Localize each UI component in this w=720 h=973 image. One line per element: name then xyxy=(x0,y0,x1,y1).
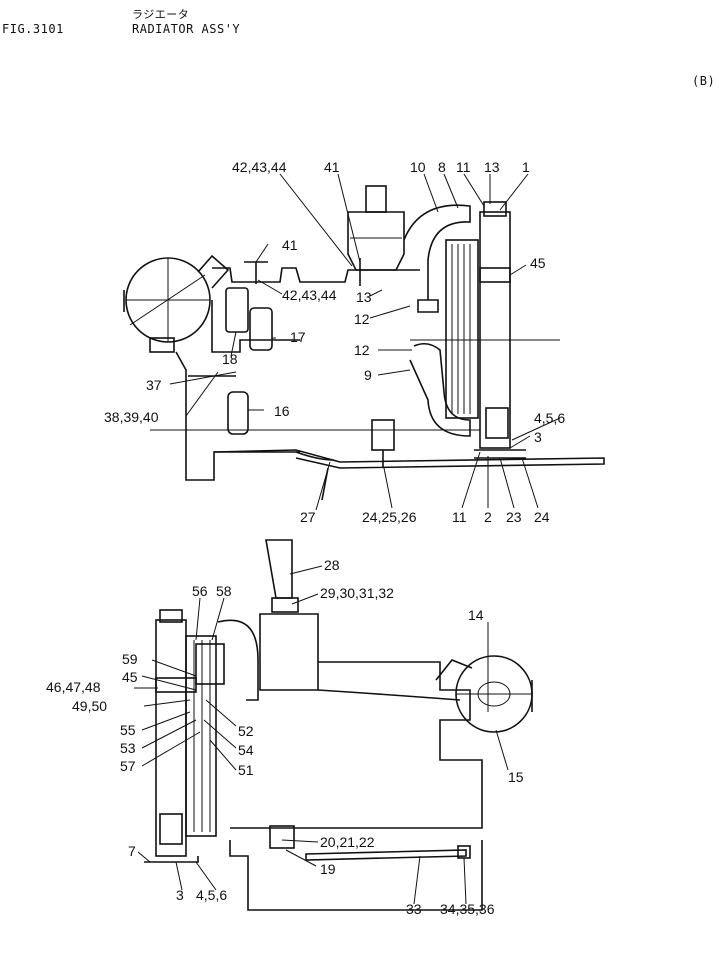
callout-17: 17 xyxy=(290,329,306,345)
callout-20-21-22: 20,21,22 xyxy=(320,834,375,850)
radiator-side-frame xyxy=(479,211,511,449)
filter-16 xyxy=(227,391,249,435)
callout-18: 18 xyxy=(222,351,238,367)
figure-title: RADIATOR ASS'Y xyxy=(132,22,241,36)
callout-27: 27 xyxy=(300,509,316,525)
callout-3-b: 3 xyxy=(176,887,184,903)
callout-11-b: 11 xyxy=(452,509,467,525)
callout-28: 28 xyxy=(324,557,340,573)
callout-4-5-6-b: 4,5,6 xyxy=(196,887,227,903)
callout-9: 9 xyxy=(364,367,372,383)
view-tag: (B) xyxy=(692,74,716,88)
title-japanese: ラジエータ xyxy=(132,8,190,21)
muffler xyxy=(259,613,319,691)
callout-41-b: 41 xyxy=(282,237,298,253)
callout-11-a: 11 xyxy=(456,159,471,175)
callout-52: 52 xyxy=(238,723,254,739)
callout-29-30-31-32: 29,30,31,32 xyxy=(320,585,394,601)
radiator-core xyxy=(445,239,479,419)
reserve-tank xyxy=(347,211,405,271)
callout-42-43-44-a: 42,43,44 xyxy=(232,159,287,175)
callout-12-a: 12 xyxy=(354,311,370,327)
callout-53: 53 xyxy=(120,740,136,756)
bracket-upper xyxy=(371,419,395,451)
callout-24: 24 xyxy=(534,509,550,525)
callout-54: 54 xyxy=(238,742,254,758)
lower-leaders xyxy=(134,565,509,905)
figure-number: FIG.3101 xyxy=(2,22,64,36)
callout-37: 37 xyxy=(146,377,162,393)
callout-34-35-36: 34,35,36 xyxy=(440,901,495,917)
callout-56: 56 xyxy=(192,583,208,599)
exhaust-pipe xyxy=(265,539,293,599)
filter-18 xyxy=(225,287,249,333)
callout-3-a: 3 xyxy=(534,429,542,445)
callout-19: 19 xyxy=(320,861,336,877)
callout-57: 57 xyxy=(120,758,136,774)
callout-10: 10 xyxy=(410,159,426,175)
callout-23: 23 xyxy=(506,509,522,525)
callout-38-39-40: 38,39,40 xyxy=(104,409,159,425)
callout-42-43-44-b: 42,43,44 xyxy=(282,287,337,303)
shroud-lower xyxy=(185,635,217,837)
callout-2: 2 xyxy=(484,509,492,525)
callout-55: 55 xyxy=(120,722,136,738)
callout-24-25-26: 24,25,26 xyxy=(362,509,417,525)
callout-59: 59 xyxy=(122,651,138,667)
callout-16: 16 xyxy=(274,403,290,419)
callout-15: 15 xyxy=(508,769,524,785)
callout-13-b: 13 xyxy=(356,289,372,305)
callout-7: 7 xyxy=(128,843,136,859)
callout-58: 58 xyxy=(216,583,232,599)
callout-12-b: 12 xyxy=(354,342,370,358)
callout-46-47-48: 46,47,48 xyxy=(46,679,101,695)
callout-4-5-6-a: 4,5,6 xyxy=(534,410,565,426)
callout-13-a: 13 xyxy=(484,159,500,175)
callout-45-b: 45 xyxy=(122,669,138,685)
callout-45-a: 45 xyxy=(530,255,546,271)
callout-8: 8 xyxy=(438,159,446,175)
bracket-lower xyxy=(269,825,295,849)
callout-49-50: 49,50 xyxy=(72,698,107,714)
callout-41-a: 41 xyxy=(324,159,340,175)
lower-view xyxy=(144,539,533,911)
callout-51: 51 xyxy=(238,762,254,778)
filter-17 xyxy=(249,307,273,351)
callout-1: 1 xyxy=(522,159,530,175)
upper-leaders xyxy=(169,173,561,511)
callout-33: 33 xyxy=(406,901,422,917)
callout-14: 14 xyxy=(468,607,484,623)
upper-view xyxy=(123,185,605,501)
callout-labels: 42,43,44 41 10 8 11 13 1 41 45 42,43,44 … xyxy=(46,159,565,917)
